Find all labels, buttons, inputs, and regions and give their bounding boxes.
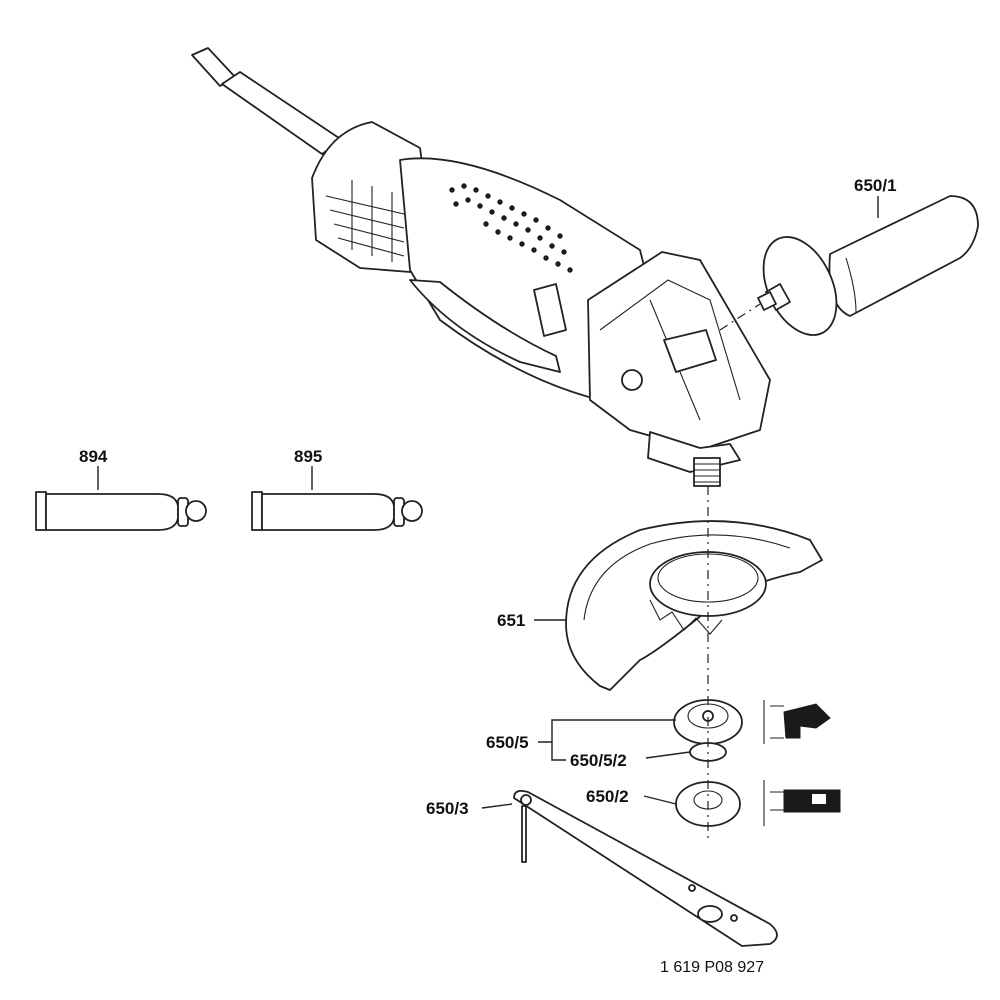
auxiliary-handle (757, 195, 979, 336)
clamp-nut-section-view (763, 780, 841, 826)
leader-650-5-2 (645, 751, 691, 759)
flange-section-view (763, 700, 831, 744)
label-650-3: 650/3 (426, 799, 469, 818)
axis-line-handle (719, 303, 761, 331)
carbon-brush-895 (251, 491, 423, 531)
label-650-5: 650/5 (486, 733, 529, 752)
label-650-2: 650/2 (586, 787, 629, 806)
leader-650-5 (538, 719, 676, 761)
document-number: 1 619 P08 927 (660, 959, 764, 976)
label-895: 895 (294, 447, 322, 466)
leader-650-3 (481, 803, 513, 809)
power-cord (191, 47, 343, 155)
angle-grinder (311, 121, 771, 487)
leader-650-2 (643, 795, 677, 805)
spanner-wrench (513, 789, 778, 947)
wheel-guard (565, 520, 823, 691)
label-651: 651 (497, 611, 525, 630)
carbon-brush-894 (35, 491, 207, 531)
label-894: 894 (79, 447, 108, 466)
label-650-1: 650/1 (854, 176, 897, 195)
grip-dots (449, 183, 573, 273)
label-650-5-2: 650/5/2 (570, 751, 627, 770)
